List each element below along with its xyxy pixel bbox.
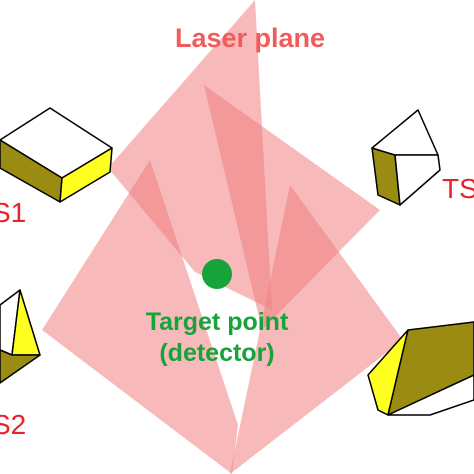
box-yellow-face: [59, 147, 113, 203]
laser-plane-top-left: [108, 0, 272, 310]
box-dark-face: [0, 349, 41, 384]
box-yellow-face: [394, 154, 441, 206]
laser-plane-right: [230, 185, 403, 474]
station-label-s2: S2: [0, 409, 26, 440]
box-top-face: [371, 109, 439, 156]
station-box-top-right: [371, 109, 441, 206]
laser-plane-label: Laser plane: [175, 23, 325, 53]
detector-label: (detector): [159, 339, 274, 367]
station-label-ts: TS: [442, 173, 474, 204]
box-top-face: [387, 374, 474, 416]
laser-plane-left: [42, 160, 238, 474]
laser-planes: [42, 0, 403, 474]
station-box-bottom-left: [0, 289, 41, 384]
target-dot: [202, 259, 232, 289]
station-label-s1: S1: [0, 197, 26, 228]
station-box-bottom-right: [367, 321, 474, 416]
station-box-top-left: [0, 107, 113, 203]
box-dark-face: [387, 321, 474, 416]
target-point-label: Target point: [146, 308, 289, 336]
